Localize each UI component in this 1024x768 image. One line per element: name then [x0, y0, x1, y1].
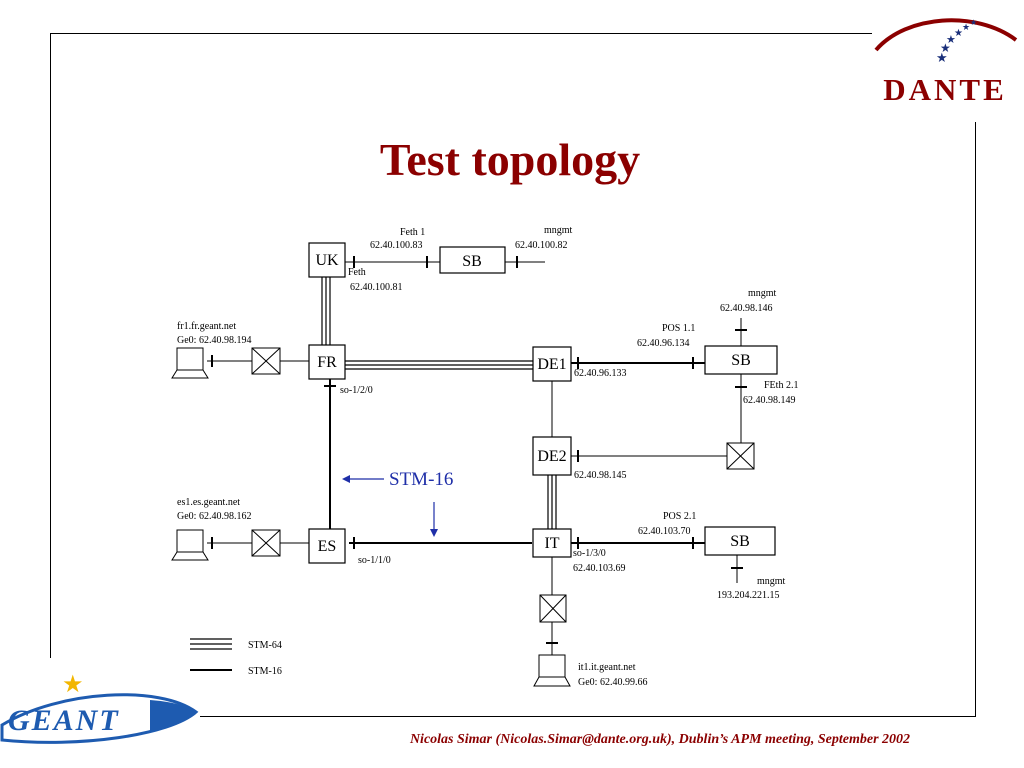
it-mngmt-ip: 193.204.221.15 [717, 590, 780, 601]
fr-host-ip: Ge0: 62.40.98.194 [177, 335, 251, 346]
it-host-ip: Ge0: 62.40.99.66 [578, 677, 647, 688]
de-pos-ip: 62.40.96.134 [637, 338, 690, 349]
uk-mngmt-ip: 62.40.100.82 [515, 240, 568, 251]
link-uk-fr [321, 277, 331, 345]
de1-ip: 62.40.96.133 [574, 368, 627, 379]
uk-feth1-label: Feth 1 [400, 227, 425, 238]
de-mngmt-label: mngmt [748, 288, 777, 299]
star-arc-icon: ★ ★ ★ ★ ★ ★ [936, 18, 977, 65]
de-mngmt-ip: 62.40.98.146 [720, 303, 773, 314]
link-fr-de1 [344, 360, 535, 370]
svg-text:★: ★ [936, 50, 948, 65]
switch-it-icon [539, 594, 567, 623]
slide-footer: Nicolas Simar (Nicolas.Simar@dante.org.u… [409, 732, 911, 747]
router-de2-box [532, 436, 572, 476]
host-fr-icon [171, 347, 209, 379]
legend [190, 638, 232, 671]
sb-it-label: SB [730, 533, 750, 550]
it-pos-ip: 62.40.103.70 [638, 526, 691, 537]
router-es-label: ES [318, 538, 337, 555]
svg-text:★: ★ [940, 41, 951, 55]
uk-feth1-ip: 62.40.100.83 [370, 240, 423, 251]
de-feth-ip: 62.40.98.149 [743, 395, 796, 406]
link-de2-it [547, 475, 557, 529]
de-pos-label: POS 1.1 [662, 323, 695, 334]
svg-text:★: ★ [954, 28, 963, 39]
sb-de-box [704, 345, 778, 375]
frame-top-rule [50, 33, 872, 34]
host-it-icon [533, 654, 571, 687]
uk-feth-label: Feth [348, 267, 366, 278]
router-de1-label: DE1 [537, 356, 566, 373]
fr-so-label: so-1/2/0 [340, 385, 373, 396]
host-es-icon [171, 529, 209, 561]
router-uk-label: UK [315, 252, 339, 269]
router-it-label: IT [544, 535, 559, 552]
uk-mngmt-label: mngmt [544, 225, 573, 236]
svg-text:★: ★ [962, 22, 970, 32]
svg-text:★: ★ [946, 34, 956, 46]
sb-de-label: SB [731, 352, 751, 369]
router-fr-box [308, 344, 346, 380]
switch-es-icon [251, 529, 281, 557]
de2-ip: 62.40.98.145 [574, 470, 627, 481]
stm16-callout-label: STM-16 [389, 469, 453, 490]
switch-de-icon [726, 442, 755, 470]
geant-wordmark: GEANT [8, 704, 120, 737]
router-it-box [532, 528, 572, 558]
it-host-name: it1.it.geant.net [578, 662, 636, 673]
router-es-box [308, 528, 346, 564]
slide-title: Test topology [379, 134, 641, 185]
dante-logo: ★ ★ ★ ★ ★ ★ DANTE [874, 18, 1018, 107]
it-so-label: so-1/3/0 [573, 548, 606, 559]
router-fr-label: FR [317, 354, 337, 371]
de-feth-label: FEth 2.1 [764, 380, 798, 391]
it-so-ip: 62.40.103.69 [573, 563, 626, 574]
legend-stm64-label: STM-64 [248, 640, 282, 651]
switch-fr-icon [251, 347, 281, 375]
router-uk-box [308, 242, 346, 278]
stm16-callout-arrows [342, 475, 438, 537]
fr-host-name: fr1.fr.geant.net [177, 321, 236, 332]
es-host-name: es1.es.geant.net [177, 497, 240, 508]
router-de2-label: DE2 [537, 448, 566, 465]
it-mngmt-label: mngmt [757, 576, 786, 587]
dante-wordmark: DANTE [883, 72, 1007, 107]
router-de1-box [532, 346, 572, 382]
es-so-label: so-1/1/0 [358, 555, 391, 566]
uk-feth-ip: 62.40.100.81 [350, 282, 403, 293]
legend-stm16-label: STM-16 [248, 666, 282, 677]
sb-uk-box [439, 246, 506, 274]
geant-logo: ★ GEANT [0, 672, 199, 744]
geant-star-icon: ★ [62, 672, 84, 698]
interface-ticks [211, 256, 747, 644]
frame-bottom-rule [200, 716, 976, 717]
it-pos-label: POS 2.1 [663, 511, 696, 522]
sb-uk-label: SB [462, 253, 482, 270]
svg-text:★: ★ [970, 18, 977, 27]
es-host-ip: Ge0: 62.40.98.162 [177, 511, 251, 522]
frame-left-rule [50, 33, 51, 658]
sb-it-box [704, 526, 776, 556]
frame-right-rule [975, 122, 976, 716]
